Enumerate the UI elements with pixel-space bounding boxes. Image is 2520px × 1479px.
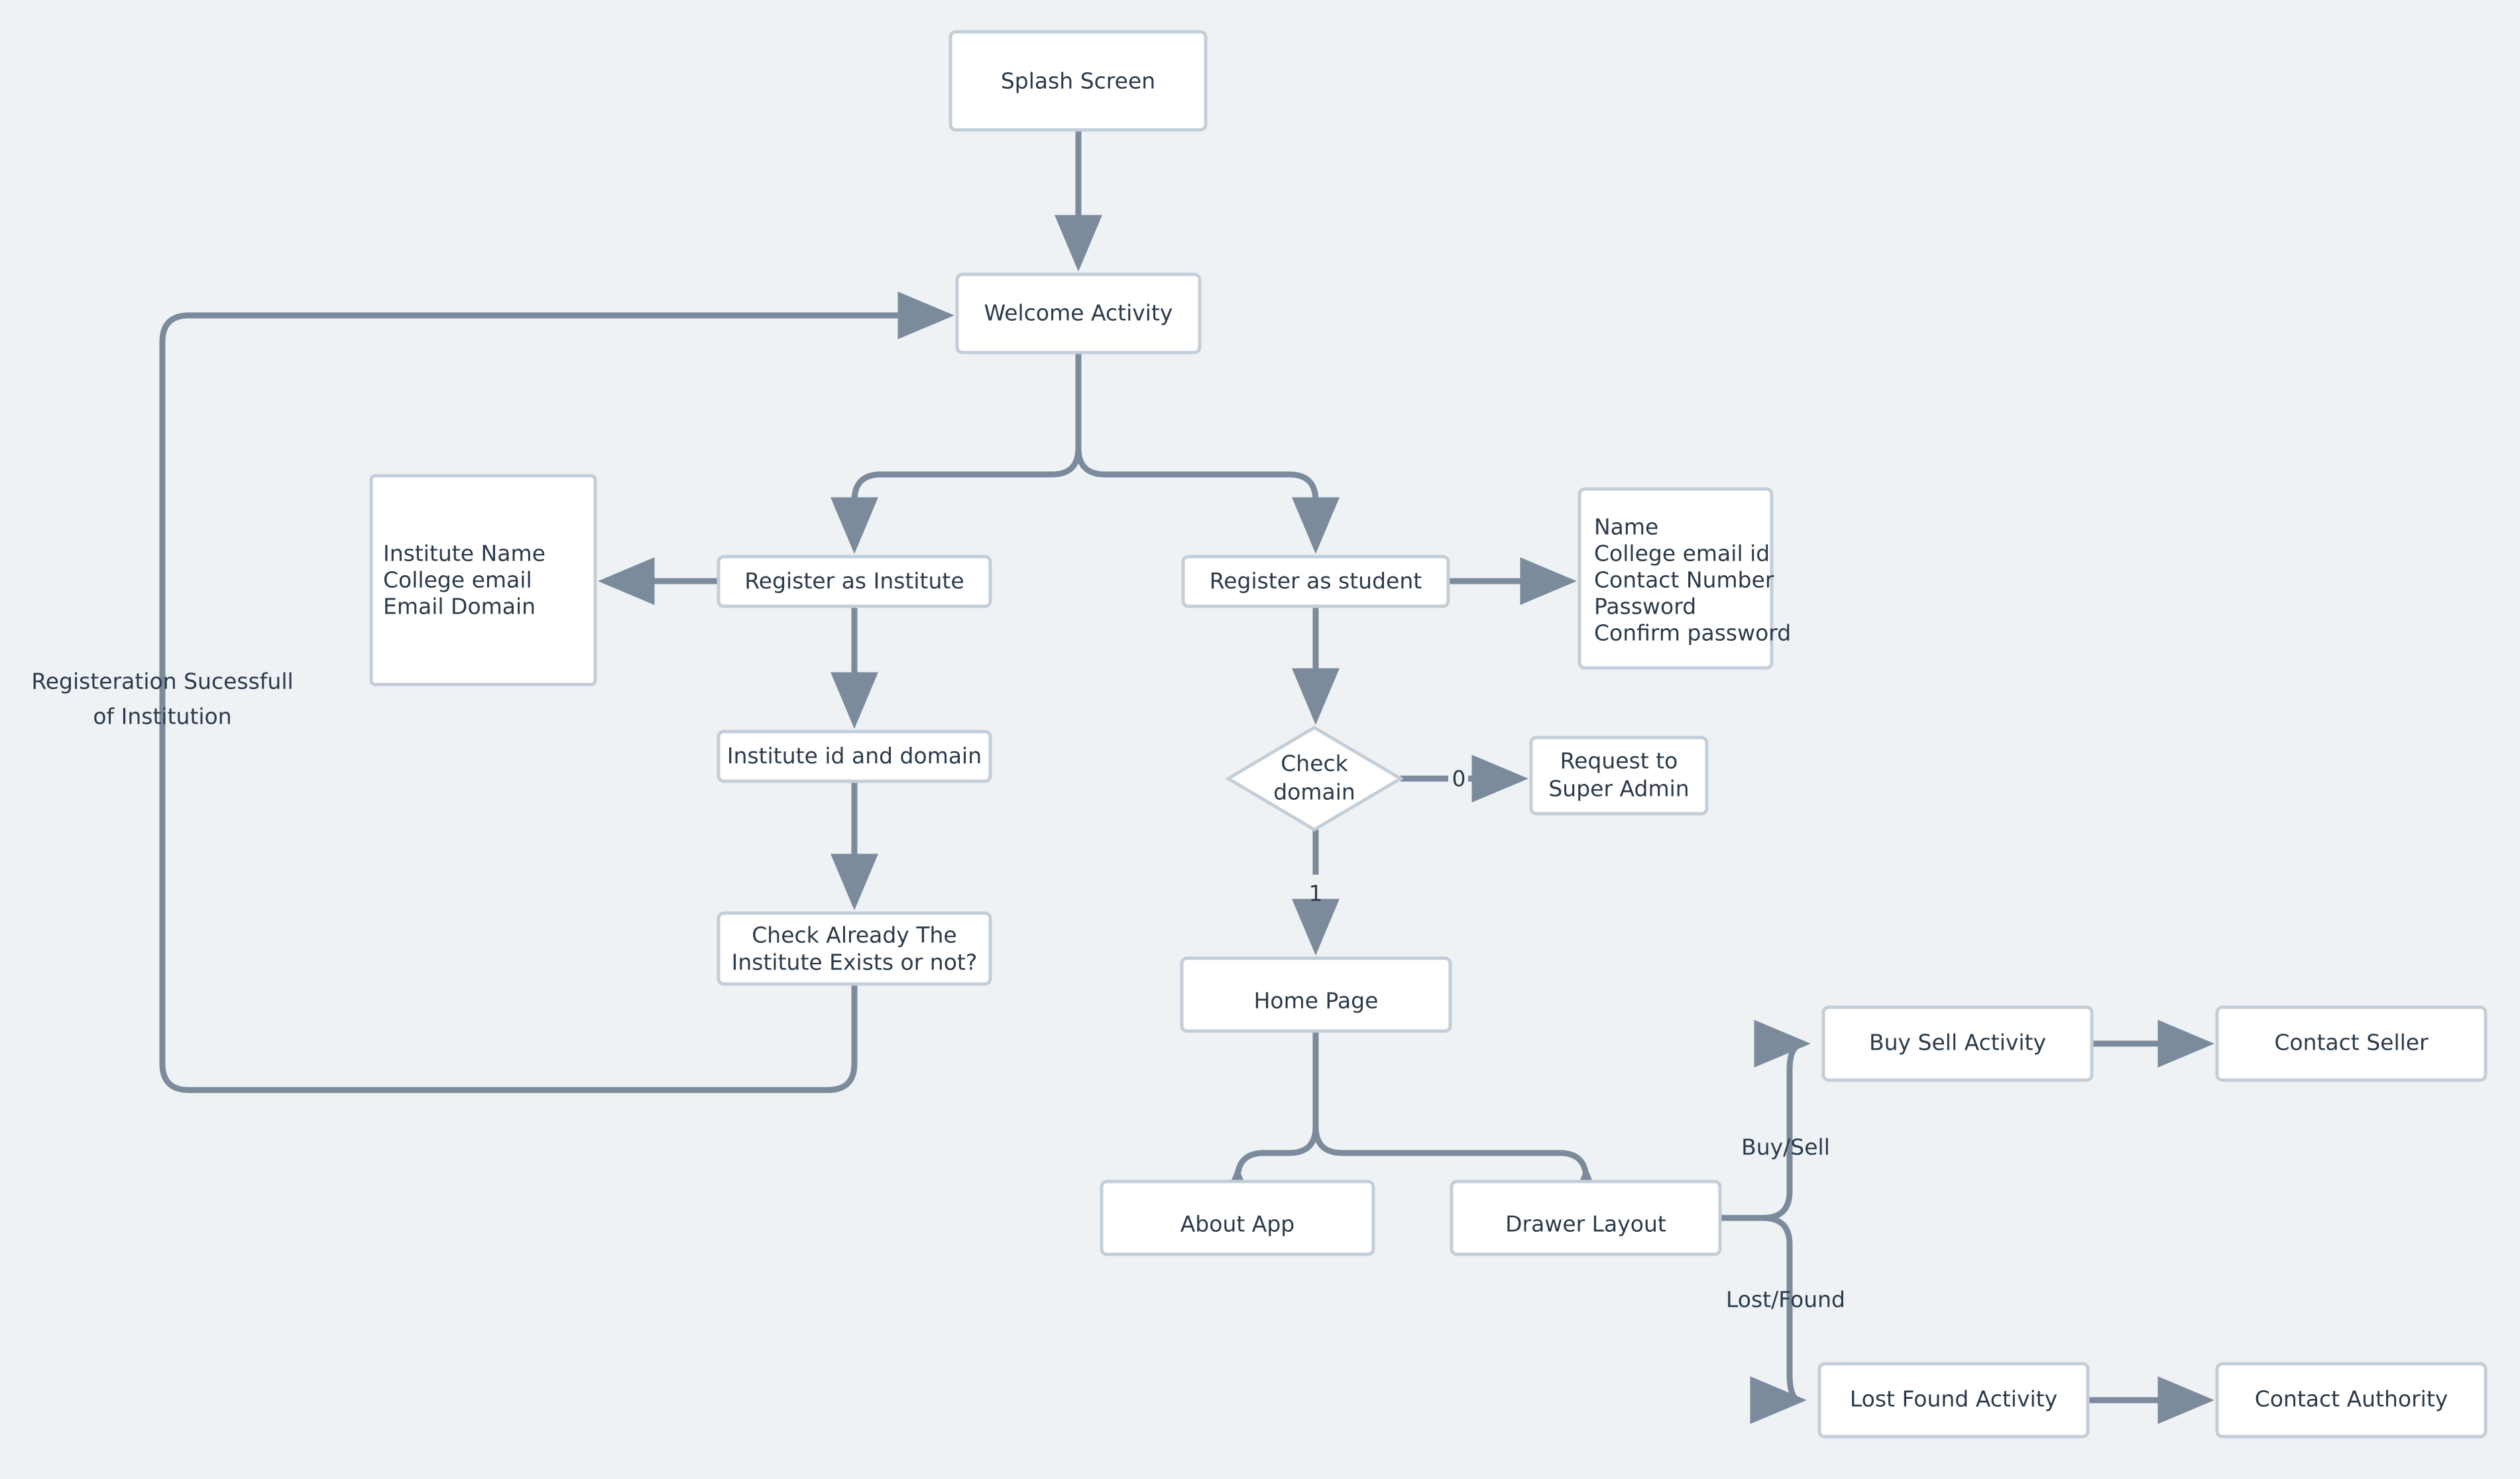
node-institute-fields[interactable]: Institute Name College email Email Domai…	[369, 474, 597, 686]
node-label-register-as-institute: Register as Institute	[744, 568, 964, 594]
node-label-check-domain-line-1: Check	[1281, 751, 1348, 777]
node-buy-sell-activity[interactable]: Buy Sell Activity	[1821, 1005, 2094, 1082]
node-label-institute-id-and-domain: Institute id and domain	[727, 743, 982, 769]
edge-home-to-drawer	[1312, 1126, 1610, 1223]
loop-label-line-1: Registeration Sucessfull	[31, 669, 293, 694]
node-label-about-app: About App	[1180, 1211, 1295, 1237]
node-label-student-field-3: Contact Number	[1594, 567, 1774, 593]
node-label-check-exists-line-2: Institute Exists or not?	[732, 950, 978, 975]
node-label-student-field-1: Name	[1594, 514, 1658, 540]
node-contact-seller[interactable]: Contact Seller	[2215, 1005, 2488, 1082]
loop-label-line-2: of Institution	[93, 704, 231, 730]
node-label-buy-sell-activity: Buy Sell Activity	[1869, 1030, 2046, 1056]
node-label-student-field-4: Password	[1594, 594, 1696, 620]
node-label-welcome-activity: Welcome Activity	[984, 300, 1173, 326]
node-label-institute-field-3: Email Domain	[383, 594, 536, 620]
edge-welcome-to-register-student	[1075, 447, 1340, 554]
node-label-contact-seller: Contact Seller	[2274, 1030, 2429, 1056]
edge-labels: 0 1 Buy/Sell Lost/Found Registeration Su…	[31, 669, 1845, 1313]
edge-welcome-split	[830, 353, 1082, 554]
node-check-institute-exists[interactable]: Check Already The Institute Exists or no…	[716, 911, 992, 986]
edge-label-domain-invalid: 0	[1452, 766, 1466, 792]
node-check-domain[interactable]: Check domain	[1225, 726, 1404, 832]
node-label-home-page: Home Page	[1254, 988, 1379, 1014]
edges	[159, 130, 2214, 1424]
node-label-check-exists-line-1: Check Already The	[752, 922, 956, 948]
node-label-student-field-5: Confirm password	[1594, 620, 1791, 646]
node-register-as-student[interactable]: Register as student	[1181, 555, 1450, 608]
node-about-app[interactable]: About App	[1100, 1179, 1375, 1256]
edge-drawer-to-lost-found	[1750, 1215, 1807, 1424]
edge-label-lost-found: Lost/Found	[1726, 1287, 1845, 1313]
node-welcome-activity[interactable]: Welcome Activity	[955, 272, 1202, 355]
node-label-register-as-student: Register as student	[1210, 568, 1422, 594]
nodes: Splash Screen Welcome Activity Register …	[369, 30, 2488, 1439]
node-label-contact-authority: Contact Authority	[2255, 1386, 2448, 1412]
edge-drawer-to-buy-sell	[1720, 1020, 1811, 1221]
edge-home-split-about	[1214, 1031, 1319, 1223]
node-label-check-domain-line-2: domain	[1273, 779, 1355, 805]
edge-label-buy-sell: Buy/Sell	[1741, 1134, 1830, 1160]
node-label-institute-field-2: College email	[383, 567, 532, 593]
node-institute-id-and-domain[interactable]: Institute id and domain	[716, 730, 992, 783]
node-contact-authority[interactable]: Contact Authority	[2215, 1362, 2488, 1439]
edge-label-domain-valid: 1	[1309, 881, 1323, 906]
node-lost-found-activity[interactable]: Lost Found Activity	[1817, 1362, 2090, 1439]
node-label-drawer-layout: Drawer Layout	[1505, 1211, 1666, 1237]
node-student-fields[interactable]: Name College email id Contact Number Pas…	[1577, 487, 1791, 670]
node-drawer-layout[interactable]: Drawer Layout	[1450, 1179, 1722, 1256]
node-register-as-institute[interactable]: Register as Institute	[716, 555, 992, 608]
edge-registration-success-loop	[159, 292, 954, 1093]
node-splash-screen[interactable]: Splash Screen	[948, 30, 1208, 132]
node-label-request-line-1: Request to	[1560, 748, 1678, 774]
node-label-splash-screen: Splash Screen	[1001, 68, 1155, 94]
node-label-request-line-2: Super Admin	[1548, 776, 1689, 802]
node-home-page[interactable]: Home Page	[1180, 956, 1452, 1033]
node-label-student-field-2: College email id	[1594, 541, 1770, 567]
node-request-to-super-admin[interactable]: Request to Super Admin	[1529, 736, 1709, 816]
node-label-institute-field-1: Institute Name	[383, 541, 545, 567]
node-label-lost-found-activity: Lost Found Activity	[1850, 1386, 2057, 1412]
